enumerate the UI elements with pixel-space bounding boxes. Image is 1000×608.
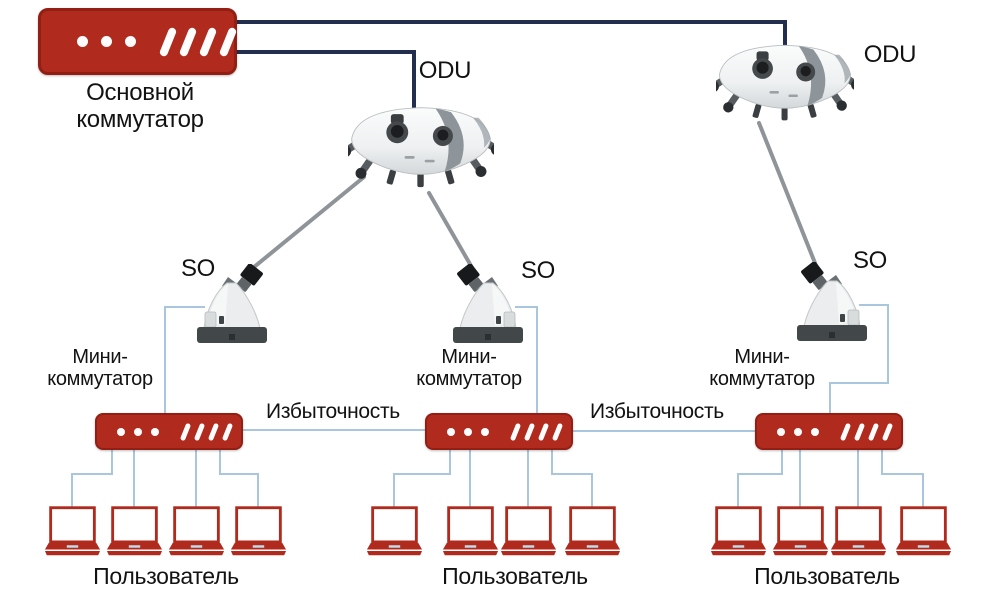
- beam-odu2-to-so3: [757, 121, 819, 270]
- laptop: [895, 506, 952, 556]
- switch-leds: [777, 427, 819, 436]
- mini-switch-device-1: [95, 413, 243, 450]
- beam-odu1-to-so2: [427, 191, 476, 273]
- so-label-2: SO: [520, 257, 556, 284]
- user-group-label-3: Пользователь: [754, 563, 900, 589]
- odu-label-2: ODU: [863, 41, 917, 68]
- main-switch-label-line1: Основной: [86, 79, 194, 106]
- mini-switch-label-line1: Мини-: [441, 346, 497, 368]
- so-label-3: SO: [852, 247, 888, 274]
- laptop: [442, 506, 499, 556]
- laptop: [106, 506, 163, 556]
- switch-ports-icon: [839, 422, 894, 441]
- mini-switch-device-2: [425, 413, 573, 450]
- switch-ports-icon: [509, 422, 564, 441]
- laptop: [168, 506, 225, 556]
- main-switch-label: Основной коммутатор: [40, 79, 240, 134]
- laptop: [772, 506, 829, 556]
- laptop: [44, 506, 101, 556]
- switch-leds: [77, 36, 136, 47]
- mini-switch-label-2: Мини- коммутатор: [389, 346, 549, 391]
- laptop: [230, 506, 287, 556]
- wires-miniswitch3-to-laptops: [737, 450, 924, 508]
- beam-odu1-to-so1: [246, 175, 366, 274]
- mini-switch-label-line1: Мини-: [734, 346, 790, 368]
- laptop: [830, 506, 887, 556]
- laptop: [366, 506, 423, 556]
- redundancy-label-2: Избыточность: [590, 400, 724, 423]
- wire-so2-to-miniswitch2: [515, 306, 538, 413]
- mini-switch-label-line2: коммутатор: [47, 368, 153, 391]
- redundancy-label-1: Избыточность: [266, 400, 400, 423]
- switch-ports-icon: [179, 422, 234, 441]
- mini-switch-label-line1: Мини-: [72, 346, 128, 368]
- wire-so3-to-miniswitch3: [829, 304, 889, 413]
- mini-switch-label-3: Мини- коммутатор: [682, 346, 842, 391]
- wire-main-switch-to-odu1: [237, 50, 416, 108]
- switch-leds: [117, 427, 159, 436]
- wires-miniswitch2-to-laptops: [393, 450, 593, 508]
- laptop: [564, 506, 621, 556]
- laptop: [500, 506, 557, 556]
- user-group-label-1: Пользователь: [93, 563, 239, 589]
- odu-device-1: [348, 100, 494, 192]
- wires-miniswitch1-to-laptops: [71, 450, 259, 508]
- user-group-label-2: Пользователь: [442, 563, 588, 589]
- switch-ports-icon: [158, 26, 238, 57]
- mini-switch-label-1: Мини- коммутатор: [20, 346, 180, 391]
- mini-switch-label-line2: коммутатор: [416, 368, 522, 391]
- odu-label-1: ODU: [418, 57, 472, 84]
- main-switch-label-line2: коммутатор: [76, 105, 204, 133]
- switch-leds: [447, 427, 489, 436]
- so-label-1: SO: [180, 255, 216, 282]
- odu-device-2: [716, 38, 854, 125]
- mini-switch-device-3: [755, 413, 903, 450]
- wire-so1-to-miniswitch1: [164, 306, 205, 413]
- main-switch-device: [38, 8, 238, 75]
- wire-main-switch-to-odu2: [237, 20, 787, 52]
- laptop: [710, 506, 767, 556]
- mini-switch-label-line2: коммутатор: [709, 368, 815, 391]
